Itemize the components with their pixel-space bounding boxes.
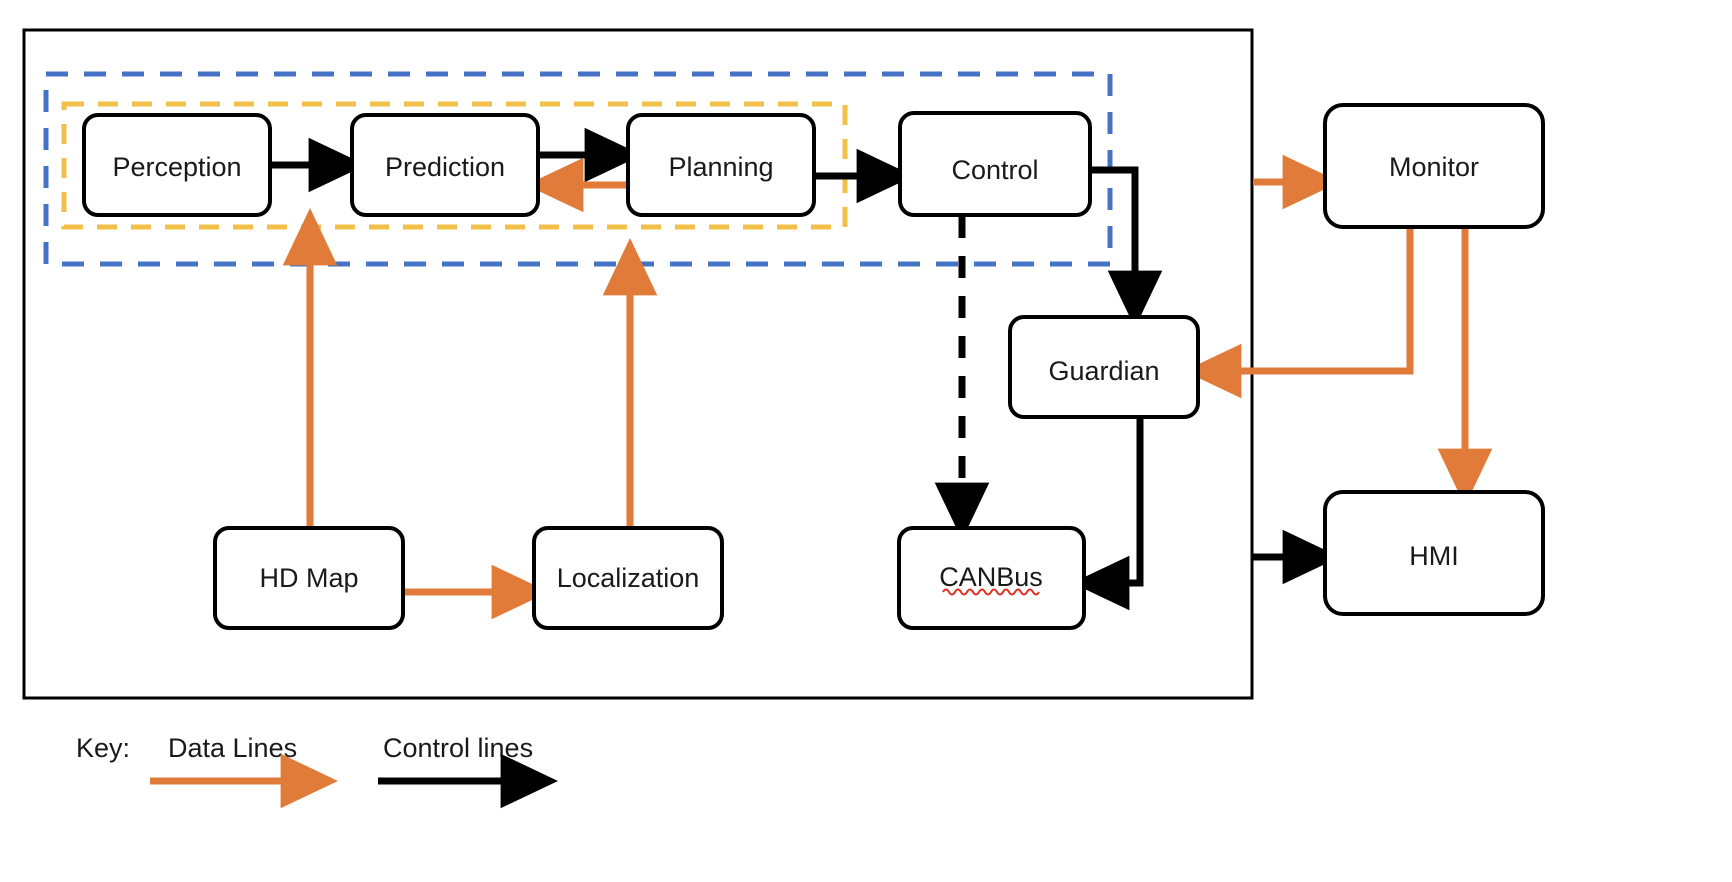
node-planning[interactable]: Planning: [626, 113, 816, 217]
node-monitor[interactable]: Monitor: [1323, 103, 1545, 229]
node-hd-map-label: HD Map: [259, 563, 358, 593]
node-hmi-label: HMI: [1409, 541, 1459, 571]
node-hd-map-box[interactable]: [213, 526, 405, 630]
node-monitor-box[interactable]: [1323, 103, 1545, 229]
node-hmi-box[interactable]: [1323, 490, 1545, 616]
group-boundary-yellow: [61, 101, 848, 230]
node-localization[interactable]: Localization: [532, 526, 724, 630]
vehicle-system-boundary: [22, 28, 1254, 700]
node-control-label: Control: [951, 155, 1038, 185]
node-canbus[interactable]: CANBus: [897, 526, 1086, 630]
spellcheck-underline-icon: [942, 588, 1040, 596]
node-planning-label: Planning: [668, 152, 773, 182]
legend: Key: Data Lines Control lines: [76, 733, 559, 809]
node-localization-label: Localization: [557, 563, 700, 593]
node-localization-box[interactable]: [532, 526, 724, 630]
node-planning-box[interactable]: [626, 113, 816, 217]
node-perception[interactable]: Perception: [82, 113, 272, 217]
node-hmi[interactable]: HMI: [1323, 490, 1545, 616]
node-guardian[interactable]: Guardian: [1008, 315, 1200, 419]
node-control[interactable]: Control: [898, 111, 1092, 217]
node-guardian-box[interactable]: [1008, 315, 1200, 419]
node-monitor-label: Monitor: [1389, 152, 1479, 182]
legend-data-lines-label: Data Lines: [168, 733, 297, 763]
node-prediction[interactable]: Prediction: [350, 113, 540, 217]
node-prediction-label: Prediction: [385, 152, 505, 182]
node-perception-box[interactable]: [82, 113, 272, 217]
legend-title: Key:: [76, 733, 130, 763]
node-guardian-label: Guardian: [1048, 356, 1159, 386]
node-perception-label: Perception: [112, 152, 241, 182]
node-canbus-box[interactable]: [897, 526, 1086, 630]
edge-monitor-to-guardian: [1183, 227, 1414, 399]
node-prediction-box[interactable]: [350, 113, 540, 217]
node-control-box[interactable]: [898, 111, 1092, 217]
legend-control-lines-label: Control lines: [383, 733, 533, 763]
edge-guardian-to-canbus: [1071, 417, 1144, 611]
node-canbus-label: CANBus: [939, 562, 1043, 592]
node-hd-map[interactable]: HD Map: [213, 526, 405, 630]
edge-control-to-guardian: [1090, 166, 1163, 329]
